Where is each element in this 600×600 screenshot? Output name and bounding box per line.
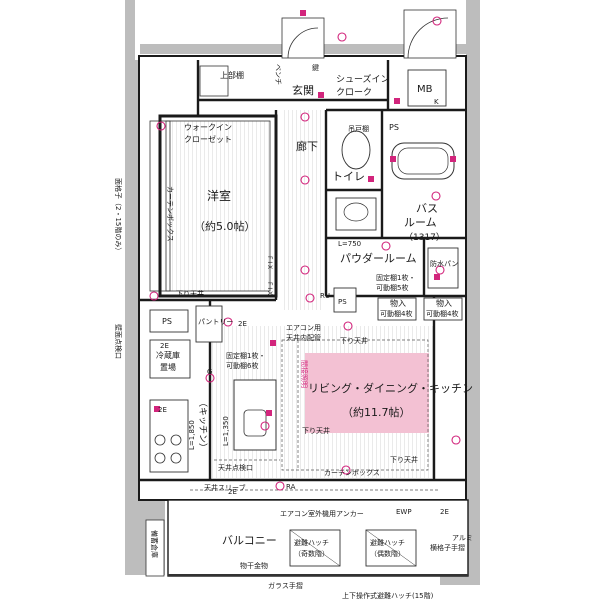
curtain-box-label-1: カーテンボックス [166,186,174,242]
ceiling-sleeve-label: 天井スリーブ [204,483,246,492]
aircon-pipe-label-2: 天井内配管 [286,333,321,342]
anti-pan-label: 防水パン [430,259,458,268]
pantry-label: パントリー [198,318,233,326]
e2-label-a: 2E [238,320,247,328]
western-room-label: 洋室 [207,188,231,203]
g-label: G [207,368,212,376]
walkin-label-2: クローゼット [184,134,232,144]
fridge-label-2: 置場 [160,362,176,372]
western-room-floor [166,121,270,291]
toilet-label: トイレ [332,170,365,183]
down-ceiling-label-4: 下り天井 [390,455,418,464]
bench-label: ベンチ [274,64,282,85]
balcony-label: バルコニー [222,534,277,547]
e2-label-d: 2E [228,488,237,496]
down-ceiling-label-3: 下り天井 [302,426,330,435]
corridor-floor [282,110,324,310]
fix-label-1: F I X [266,256,273,269]
ps-label-3: PS [162,317,172,326]
mb-label: MB [417,84,433,95]
entrance-label: 玄関 [292,83,314,97]
ceiling-dashes [190,339,440,491]
bath-label-1: バス [416,202,438,215]
fix-label-2: F I X [266,282,273,295]
ps-label-1: PS [389,123,399,132]
aluminum-label-2: 横格子手摺 [430,543,465,552]
curtain-box-label-2: カーテンボックス [324,469,380,477]
l1850-label: L=1,850 [188,420,196,450]
wall-check-label: 壁面点検口 [114,324,123,359]
indirect-light-label: 間接照明 [300,360,309,388]
glass-rail-label: ガラス手摺 [268,581,303,590]
bath-size-label: （1317） [404,232,445,243]
powder-room-label: パウダールーム [340,251,417,265]
fixed-shelf-label-2: 固定棚1枚・ [226,351,265,360]
ru-label: RU [320,292,330,300]
evacuation-even-2: （偶数階） [370,549,405,558]
ceiling-check-label: 天井点検口 [218,463,253,472]
ldk-label: リビング・ダイニング・キッチン [308,381,473,395]
storage-shelf-side-label: 備蓄倉庫 [150,530,159,558]
evacuation-odd-1: 避難ハッチ [294,538,329,547]
fixed-shelf-label: 固定棚1枚・ [376,273,415,282]
ldk-highlight [305,353,429,433]
aircon-pipe-label-1: エアコン用 [286,324,321,332]
kitchen-label: （キッチン） [197,398,208,452]
aluminum-label-1: アルミ [452,534,473,542]
ps-label-2: PS [338,298,347,306]
shoes-label-1: シューズイン [336,73,390,85]
down-ceiling-label-1: 下り天井 [176,289,204,298]
e2-label-e: 2E [440,508,449,516]
key-label: 鍵 [312,63,319,72]
outdoor-unit-label: エアコン室外機用アンカー [280,509,364,518]
storage-shelf-2: 可動棚4枚 [426,309,458,318]
bath-label-2: ルーム [404,216,437,229]
upper-shelf-label: 上部棚 [220,70,244,80]
storage-shelf-1: 可動棚4枚 [380,309,412,318]
movable-shelf-label: 可動棚5枚 [376,283,408,292]
ewp-label: EWP [396,508,412,516]
side-note-label: 面格子（2・15階のみ） [114,178,123,254]
balcony [145,499,469,577]
western-room-size: （約5.0帖） [194,219,256,233]
hatch-note-label: 上下操作式避難ハッチ(15階) [342,591,434,600]
evacuation-odd-2: （奇数階） [294,549,329,558]
movable-shelf-label-2: 可動棚6枚 [226,361,258,370]
storage-label-2: 物入 [436,298,452,308]
ra-label: RA [286,483,296,491]
fridge-label-1: 冷蔵庫 [156,350,180,360]
l1350-label: L=1,350 [222,416,230,446]
down-ceiling-label-2: 下り天井 [340,336,368,345]
evacuation-even-1: 避難ハッチ [370,538,405,547]
clothes-hanger-label: 物干金物 [240,561,268,570]
e2-label-c: 2E [158,406,167,414]
e2-label-b: 2E [160,342,169,350]
ldk-size-label: （約11.7帖） [342,405,411,419]
hallway-label: 廊下 [296,139,318,153]
k-label: K [434,98,439,106]
shoes-label-2: クローク [336,87,372,98]
hanging-shelf-label: 吊戸棚 [348,124,369,133]
storage-label-1: 物入 [390,298,406,308]
walkin-label-1: ウォークイン [184,123,232,132]
l750-label: L=750 [338,240,361,248]
